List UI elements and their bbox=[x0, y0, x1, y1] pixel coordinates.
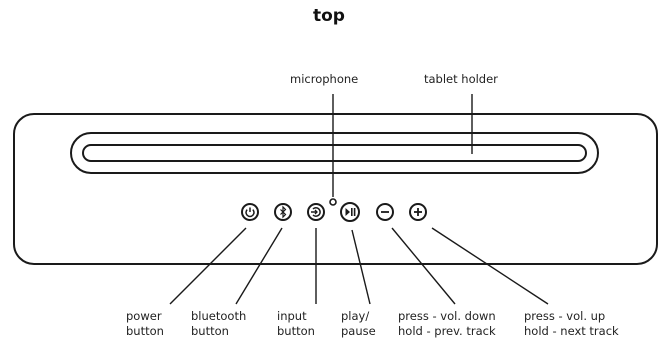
power-icon bbox=[245, 207, 255, 218]
play-pause-label: play/pause bbox=[341, 309, 376, 338]
play-pause-button[interactable] bbox=[340, 202, 360, 222]
vol-up-leader bbox=[431, 227, 549, 305]
bluetooth-button[interactable] bbox=[274, 203, 292, 221]
tablet-holder-label: tablet holder bbox=[424, 72, 498, 86]
volume-down-button[interactable] bbox=[376, 203, 394, 221]
bluetooth-icon bbox=[280, 205, 287, 219]
power-leader bbox=[169, 227, 247, 305]
microphone-label: microphone bbox=[290, 72, 359, 86]
bluetooth-leader bbox=[235, 227, 283, 305]
volume-up-button[interactable] bbox=[409, 203, 427, 221]
play-pause-icon bbox=[345, 208, 356, 216]
input-button[interactable] bbox=[307, 203, 325, 221]
power-button[interactable] bbox=[241, 203, 259, 221]
tablet-holder-slot bbox=[70, 132, 599, 174]
play-pause-leader bbox=[351, 229, 371, 305]
microphone-hole bbox=[329, 198, 337, 206]
device-body bbox=[13, 113, 658, 265]
plus-icon bbox=[414, 208, 422, 216]
diagram-title: top bbox=[313, 6, 345, 26]
vol-down-leader bbox=[391, 227, 456, 305]
tablet-holder-slot-inner bbox=[82, 144, 587, 162]
input-icon bbox=[311, 207, 321, 217]
